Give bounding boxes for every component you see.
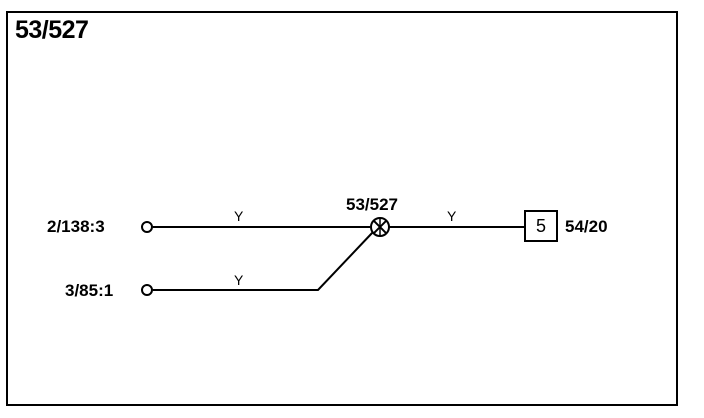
terminal-label: 2/138:3 — [47, 217, 105, 236]
wire-bottom-left — [153, 231, 374, 291]
wire-color-label: Y — [447, 208, 457, 224]
splice-label: 53/527 — [346, 195, 398, 214]
connector-box-icon — [524, 210, 558, 242]
terminal-circle-icon — [141, 221, 153, 233]
diagram-frame — [6, 11, 678, 406]
wire-color-label: Y — [234, 272, 244, 288]
wire-color-label: Y — [234, 208, 244, 224]
connector-pin: 5 — [536, 216, 547, 236]
terminal-label: 3/85:1 — [65, 281, 114, 300]
terminal-circle-icon — [141, 284, 153, 296]
splice-node-icon — [370, 217, 390, 237]
connector-label: 54/20 — [565, 217, 608, 236]
diagram-title: 53/527 — [15, 16, 89, 44]
